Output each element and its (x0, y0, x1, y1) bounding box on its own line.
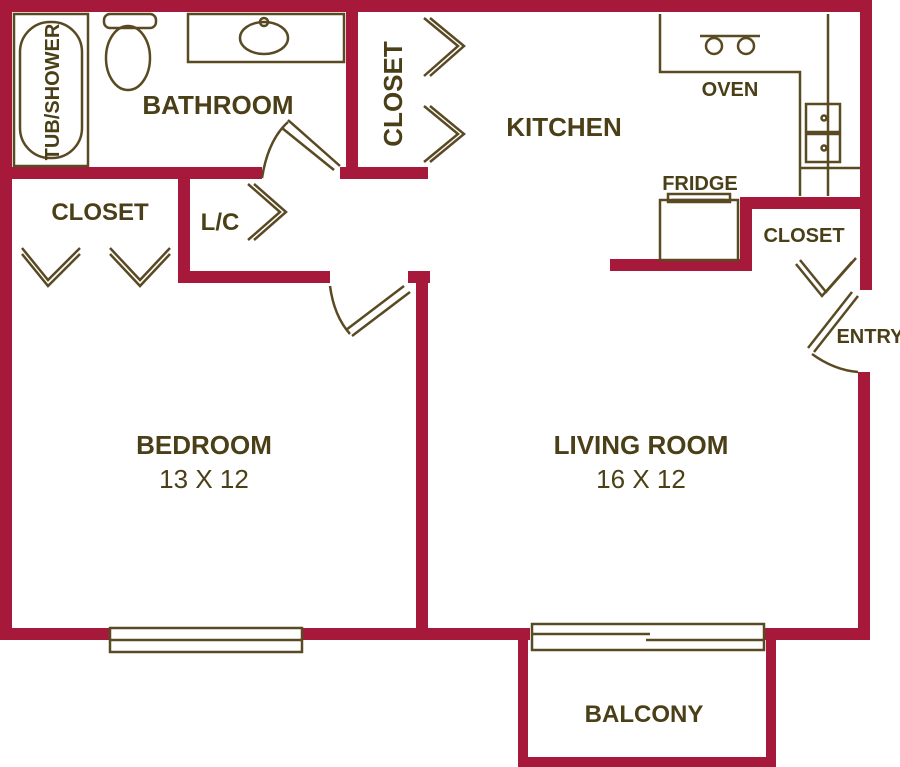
label-living-room-size: 16 X 12 (596, 464, 686, 494)
entry-door (807, 291, 859, 374)
sink-basin-bottom (804, 132, 842, 164)
balcony-sliding-door (530, 622, 766, 652)
wall-bottom-bedroom-right (300, 628, 530, 640)
label-bathroom: BATHROOM (142, 90, 293, 120)
wall-kitchen-bottom (610, 259, 752, 271)
walls (0, 0, 872, 767)
label-entry-closet: CLOSET (763, 225, 844, 247)
label-oven: OVEN (702, 79, 759, 101)
stove-burner-left (704, 36, 724, 56)
tub-basin (18, 20, 84, 160)
bathroom-door-swing (260, 121, 289, 179)
windows (108, 622, 766, 654)
wall-bedroom-right (416, 271, 428, 640)
wall-right-lower (858, 372, 870, 640)
room-labels: BATHROOM TUB/SHOWER CLOSET KITCHEN OVEN … (42, 23, 900, 728)
stove-burner-right (736, 36, 756, 56)
bathroom-door (287, 119, 341, 167)
wall-left (0, 0, 12, 640)
wall-entry-closet-left (740, 197, 752, 271)
wall-right-upper (860, 0, 872, 290)
label-bedroom: BEDROOM (136, 430, 272, 460)
wall-bath-right (346, 0, 358, 175)
kitchen-counter (658, 14, 802, 196)
label-entry: ENTRY (836, 326, 900, 348)
wall-top (0, 0, 870, 12)
label-bedroom-closet: CLOSET (51, 199, 149, 226)
wall-balcony-left (518, 628, 528, 767)
label-fridge: FRIDGE (662, 173, 738, 195)
wall-balcony-right (766, 628, 776, 767)
wall-bottom-living-right (760, 628, 870, 640)
wall-bedroom-top (178, 271, 330, 283)
label-tub-shower: TUB/SHOWER (42, 23, 64, 160)
wall-bath-bottom-left (0, 167, 262, 179)
wall-entry-closet-top (740, 197, 868, 209)
bathroom-fixtures (12, 12, 346, 179)
label-balcony: BALCONY (585, 701, 704, 728)
sink-icon (238, 20, 290, 56)
vanity-counter (186, 12, 346, 64)
toilet-icon (104, 24, 152, 92)
tub-outline (12, 12, 90, 168)
label-bedroom-size: 13 X 12 (159, 464, 249, 494)
wall-lc-left (178, 175, 190, 283)
kitchen-fixtures (658, 14, 860, 262)
wall-bath-bottom-right (340, 167, 428, 179)
label-linen-closet: L/C (201, 209, 240, 236)
bedroom-door (328, 285, 411, 337)
entry-closet-doors (795, 257, 857, 298)
sink-basin-top (804, 102, 842, 134)
wall-balcony-bottom (518, 757, 776, 767)
label-kitchen-closet: CLOSET (378, 41, 408, 147)
label-living-room: LIVING ROOM (554, 430, 729, 460)
fridge-icon (658, 198, 740, 262)
toilet-tank (102, 12, 158, 30)
bedroom-closet-doors (21, 247, 171, 288)
label-kitchen: KITCHEN (506, 112, 622, 142)
linen-closet-door (247, 183, 288, 241)
wall-bottom-bedroom-left (0, 628, 110, 640)
kitchen-closet-doors (423, 17, 466, 163)
